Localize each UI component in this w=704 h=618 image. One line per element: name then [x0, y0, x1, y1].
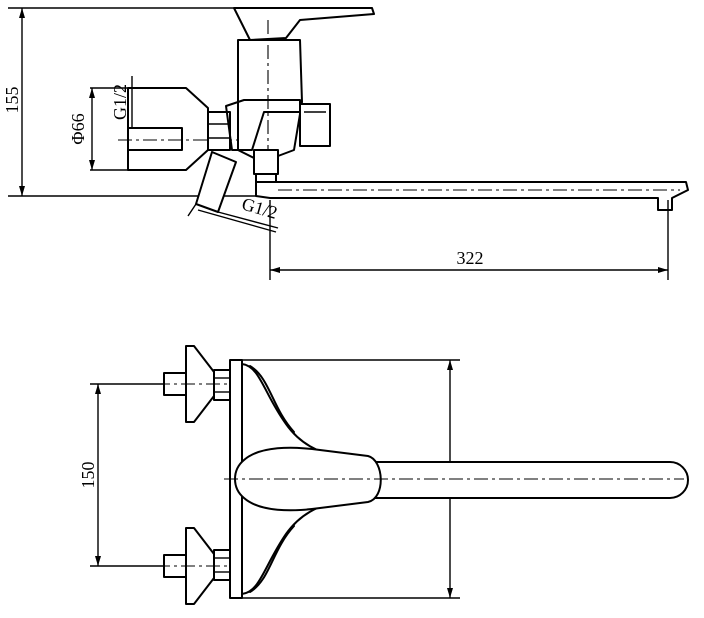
- spout-side: [255, 181, 689, 211]
- overall-height-dimension: 155: [2, 7, 270, 197]
- inlet-top: [156, 345, 240, 423]
- inlet-thread-top-label: G1/2: [110, 84, 130, 120]
- top-view: 150 190: [78, 345, 689, 605]
- mixer-body-side: [225, 7, 375, 196]
- inlet-bottom: [156, 527, 240, 605]
- spout-top: [359, 461, 689, 499]
- overall-height-label: 155: [2, 87, 22, 114]
- inlet-spacing-dimension: 150: [78, 383, 182, 567]
- inlet-eccentric-side: Φ66 G1/2: [68, 76, 245, 171]
- inlet-diameter-label: Φ66: [68, 113, 88, 144]
- spout-length-dimension: 322: [269, 200, 669, 280]
- side-view: 155 Φ66 G1/2 G1/2: [2, 7, 689, 280]
- inlet-spacing-label: 150: [78, 462, 98, 489]
- spout-length-label: 322: [457, 248, 484, 268]
